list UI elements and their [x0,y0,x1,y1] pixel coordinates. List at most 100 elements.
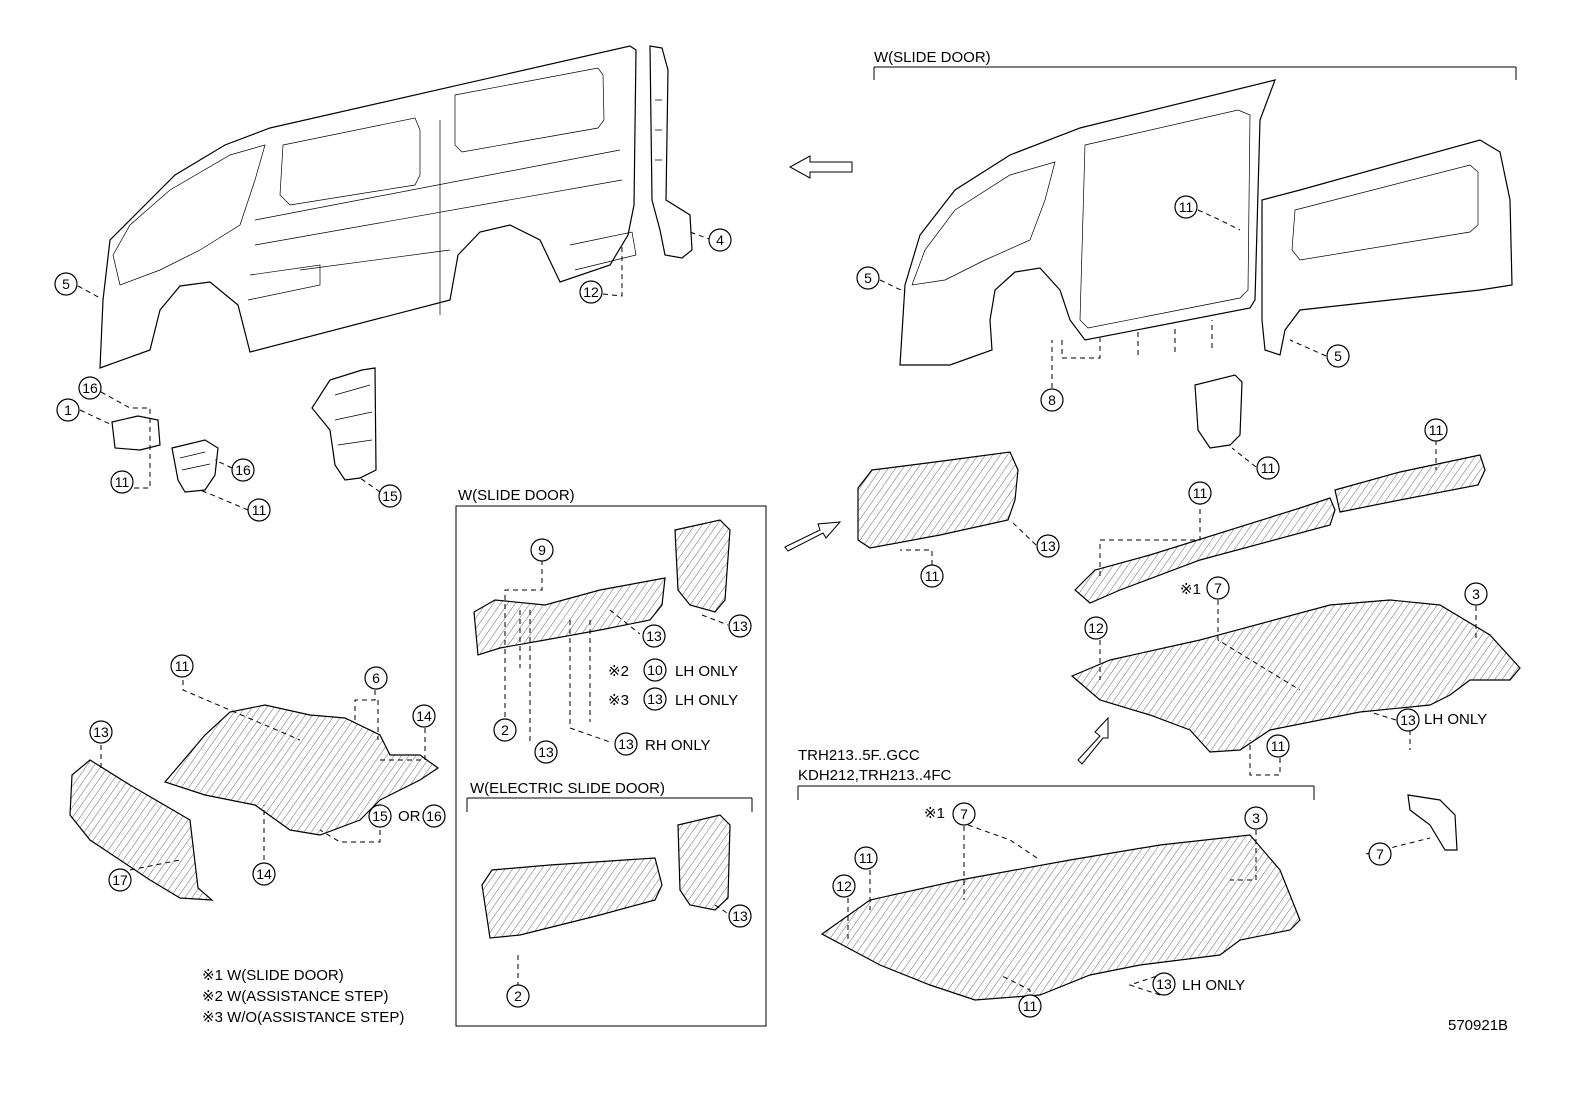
mark-3: ※3 [608,692,629,709]
callout-17: 17 [108,868,132,892]
svg-text:5: 5 [1334,348,1342,364]
rear-quarter-panel-right [1261,139,1513,356]
svg-text:2: 2 [514,988,522,1004]
callout-13: 13 [614,732,638,756]
callout-2: 2 [493,718,517,742]
callout-13: 13 [643,687,667,711]
arrow-up-icon-floor [1077,716,1109,765]
callout-13: 13 [1036,534,1060,558]
floor-variant-part-3-shape [820,834,1301,1001]
callout-11: 11 [1174,195,1198,219]
callout-11: 11 [1424,418,1448,442]
svg-text:11: 11 [252,502,267,518]
svg-text:11: 11 [1179,199,1194,215]
svg-text:2: 2 [501,722,509,738]
floor-models-line2: KDH212,TRH213..4FC [798,767,952,784]
callout-13: 13 [642,624,666,648]
callout-10: 10 [643,658,667,682]
svg-text:12: 12 [583,284,599,300]
front-floor-part-14-shape [163,704,440,836]
sill-member-part-11-shape [1074,454,1486,604]
svg-text:12: 12 [836,878,852,894]
qualifier-rh-only-13: RH ONLY [645,737,711,754]
callout-5: 5 [1326,344,1350,368]
qualifier-lh-only-13: LH ONLY [675,692,738,709]
callout-9: 9 [530,538,554,562]
callout-16: 16 [78,376,102,400]
leader-lines [77,209,1477,1010]
svg-text:11: 11 [175,658,190,674]
svg-text:5: 5 [62,276,70,292]
callout-8: 8 [1040,388,1064,412]
callout-3: 3 [1464,582,1488,606]
callout-6: 6 [364,666,388,690]
pillar-inner-part-13-shape [674,519,731,613]
svg-text:11: 11 [925,568,940,584]
callout-11: 11 [1018,994,1042,1018]
svg-text:11: 11 [1023,998,1038,1014]
callout-11: 11 [170,654,194,678]
slide-door-parts-frame [455,505,767,1027]
svg-text:4: 4 [716,232,724,248]
svg-text:13: 13 [538,744,554,760]
pillar-part-4-shape [649,45,693,259]
svg-text:14: 14 [416,708,432,724]
svg-text:13: 13 [1040,538,1056,554]
callout-16: 16 [231,458,255,482]
svg-text:3: 3 [1472,586,1480,602]
qualifier-or: OR [398,808,421,825]
dash-panel-part-13-shape [69,759,214,901]
callout-2: 2 [506,984,530,1008]
callout-13: 13 [1152,972,1176,996]
svg-text:14: 14 [256,866,272,882]
svg-text:11: 11 [1429,422,1444,438]
mark-1-floor: ※1 [1180,581,1201,598]
svg-text:13: 13 [618,736,634,752]
svg-text:13: 13 [1400,712,1416,728]
svg-text:11: 11 [1271,738,1286,754]
svg-text:7: 7 [1214,580,1222,596]
callout-14: 14 [412,704,436,728]
svg-text:13: 13 [93,724,109,740]
arrow-upright-icon [784,521,842,552]
callout-1: 1 [56,398,80,422]
svg-text:11: 11 [1193,485,1208,501]
callout-15: 15 [378,484,402,508]
mark-2: ※2 [608,663,629,680]
callout-7: 7 [952,802,976,826]
note-1: ※1 W(SLIDE DOOR) [202,967,344,984]
right-side-body-shell [899,79,1276,366]
center-pillar-bracket [1194,374,1243,449]
callout-4: 4 [708,228,732,252]
electric-slide-step-shape [481,814,731,939]
svg-text:13: 13 [647,691,663,707]
callout-group: 5 4 12 16 1 11 16 11 15 5 11 5 8 11 11 1… [54,195,1488,1018]
svg-text:13: 13 [646,628,662,644]
callout-11: 11 [1266,734,1290,758]
rear-floor-part-3-shape [1070,599,1521,753]
left-side-body-panel [99,45,637,369]
group-label-slide-door-box: W(SLIDE DOOR) [458,487,575,504]
inner-pillar-part-15-shape [311,367,377,481]
callout-13: 13 [1396,708,1420,732]
callout-16: 16 [422,804,446,828]
floor-models-line1: TRH213..5F..GCC [798,747,920,764]
callout-11: 11 [854,846,878,870]
callout-13: 13 [728,614,752,638]
svg-text:11: 11 [1261,460,1276,476]
small-brackets-left [111,415,219,493]
svg-text:13: 13 [732,908,748,924]
svg-text:3: 3 [1252,810,1260,826]
svg-text:7: 7 [1376,846,1384,862]
svg-text:13: 13 [1156,976,1172,992]
svg-text:6: 6 [372,670,380,686]
rocker-panel-part-13-shape [857,451,1019,549]
callout-12: 12 [1084,616,1108,640]
callout-11: 11 [1188,481,1212,505]
svg-text:8: 8 [1048,392,1056,408]
callout-12: 12 [579,280,603,304]
callout-7: 7 [1206,576,1230,600]
svg-text:1: 1 [64,402,72,418]
callout-11: 11 [1256,456,1280,480]
